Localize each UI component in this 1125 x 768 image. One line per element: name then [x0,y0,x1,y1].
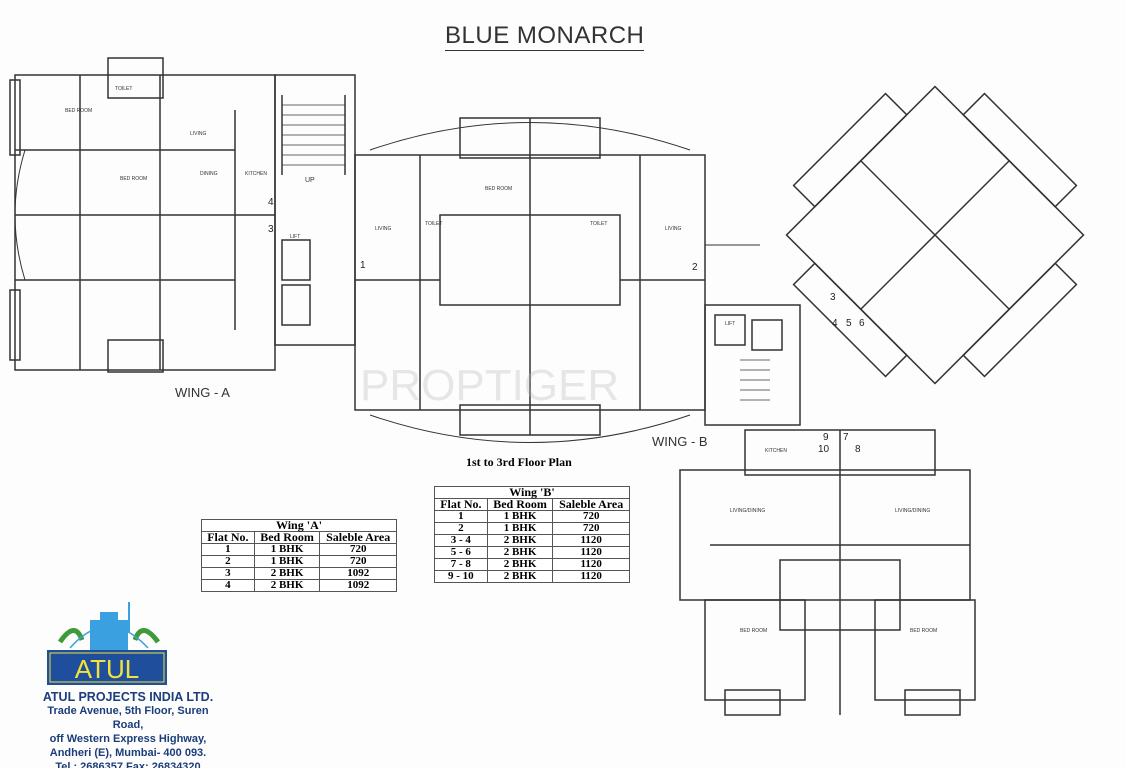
table-cell: 9 - 10 [434,570,488,583]
table-cell: 2 [201,555,255,568]
room-label: BED ROOM [910,628,937,634]
flat-number: 7 [843,432,849,443]
wing-a-plan [9,57,356,373]
flat-number: 9 [823,432,829,443]
wing-b-rotated-plan [785,85,1085,385]
table-cell: 2 BHK [486,558,554,571]
table-cell: 5 - 6 [434,546,488,559]
table-cell: 2 BHK [486,570,554,583]
company-address-line: Andheri (E), Mumbai- 400 093. [49,747,207,759]
wing-a-label: WING - A [175,385,230,400]
table-cell: 1120 [552,558,630,571]
table-cell: 720 [552,522,630,535]
stair-label: UP [305,177,315,184]
floor-plan-label: 1st to 3rd Floor Plan [466,455,572,469]
table-cell: 1 BHK [253,543,321,556]
company-address-line: Trade Avenue, 5th Floor, Suren Road, [47,705,209,731]
table-cell: 1 BHK [253,555,321,568]
room-label-toilet: TOILET [425,221,442,227]
flat-number: 2 [692,262,698,273]
wing-b-core-plan [704,244,801,426]
wing-b-lower-plan [679,429,976,716]
room-label: BED ROOM [740,628,767,634]
room-label: LIFT [290,234,300,240]
table-cell: 2 BHK [486,546,554,559]
wing-b-label: WING - B [652,434,708,449]
room-label: DINING [200,171,218,177]
company-address-line: off Western Express Highway, [49,733,207,745]
table-cell: 4 [201,579,255,592]
table-cell: 1120 [552,534,630,547]
atul-logo: ATUL [47,602,167,685]
room-label-toilet: TOILET [590,221,607,227]
room-label: BED ROOM [65,108,92,114]
room-label: LIVING [375,226,392,232]
project-title: BLUE MONARCH [445,22,645,51]
room-label: KITCHEN [765,448,787,454]
flat-number: 4 [832,318,838,329]
logo-text: ATUL [75,654,140,684]
table-cell: 1 BHK [486,510,554,523]
flat-number: 1 [360,260,366,271]
col-header: Saleble Area [319,531,397,544]
room-label: LIVING [190,131,207,137]
flat-number: 3 [268,224,274,235]
table-cell: 1120 [552,570,630,583]
table-cell: 720 [552,510,630,523]
table-cell: 1092 [319,567,397,580]
flat-number: 10 [818,444,830,455]
col-header: Saleble Area [552,498,630,511]
table-cell: 720 [319,555,397,568]
table-cell: 1 [201,543,255,556]
col-header: Flat No. [201,531,255,544]
room-label-toilet: TOILET [115,86,132,92]
table-cell: 1092 [319,579,397,592]
table-cell: 2 BHK [486,534,554,547]
company-contact: Tel.: 2686357 Fax: 26834320 [55,761,201,768]
col-header: Bed Room [253,531,321,544]
table-cell: 1120 [552,546,630,559]
room-label: BED ROOM [120,176,147,182]
flat-number: 5 [846,318,852,329]
company-name: ATUL PROJECTS INDIA LTD. [42,690,214,704]
central-block-plan [354,117,706,443]
room-label: LIVING/DINING [895,508,930,514]
col-header: Bed Room [486,498,554,511]
table-cell: 3 - 4 [434,534,488,547]
table-cell: 2 [434,522,488,535]
company-info: ATUL PROJECTS INDIA LTD. Trade Avenue, 5… [38,690,218,768]
flat-number: 3 [830,292,836,303]
room-label: LIVING/DINING [730,508,765,514]
col-header: Flat No. [434,498,488,511]
room-label: LIVING [665,226,682,232]
table-cell: 2 BHK [253,567,321,580]
flat-number: 4 [268,197,274,208]
room-label: BED ROOM [485,186,512,192]
table-cell: 3 [201,567,255,580]
table-cell: 720 [319,543,397,556]
room-label: KITCHEN [245,171,267,177]
flat-number: 6 [859,318,865,329]
watermark: PROPTIGER [360,361,619,410]
table-cell: 1 BHK [486,522,554,535]
flat-number: 8 [855,444,861,455]
room-label: LIFT [725,321,735,327]
table-cell: 2 BHK [253,579,321,592]
table-cell: 7 - 8 [434,558,488,571]
table-cell: 1 [434,510,488,523]
